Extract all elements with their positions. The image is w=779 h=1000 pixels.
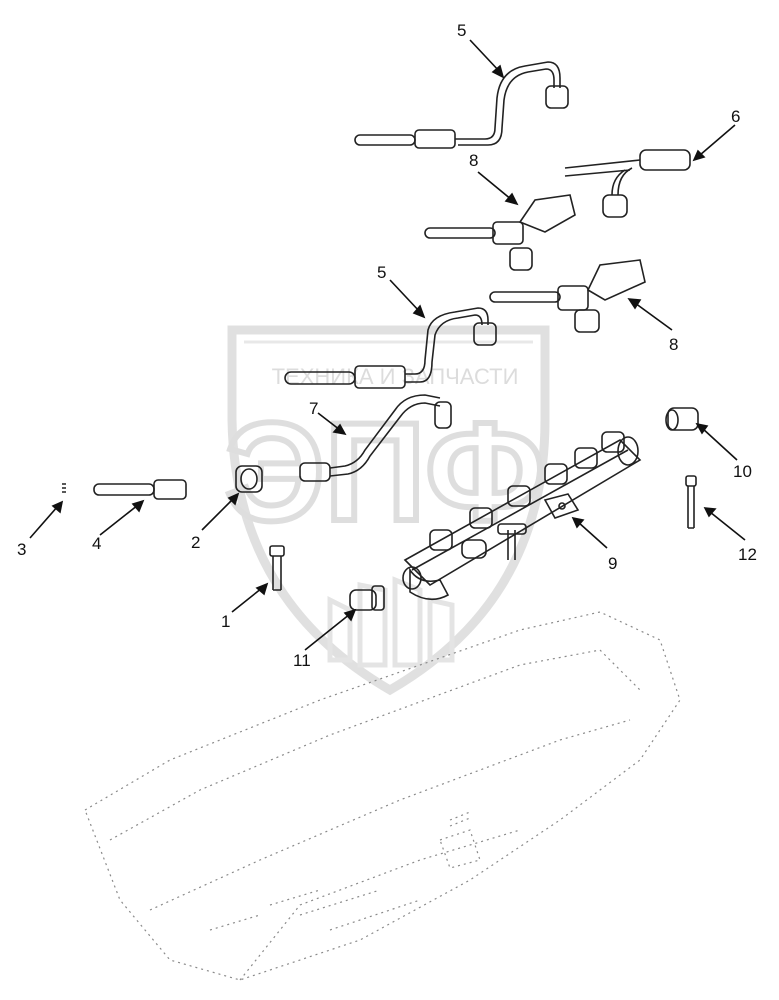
callout-9: 9 bbox=[608, 554, 617, 573]
fuel-line-7 bbox=[299, 394, 452, 482]
sensor-10 bbox=[665, 407, 699, 431]
fuel-line-5-top bbox=[354, 61, 569, 149]
bolt-1 bbox=[269, 545, 285, 591]
fuel-rail bbox=[402, 431, 642, 601]
fuel-line-8-upper bbox=[424, 194, 576, 271]
callout-2: 2 bbox=[191, 533, 200, 552]
watermark-logo-text: ЭПФ bbox=[225, 393, 545, 550]
callout-6: 6 bbox=[731, 107, 740, 126]
callout-10: 10 bbox=[733, 462, 752, 481]
leader-arrows bbox=[29, 39, 746, 651]
plug-11 bbox=[349, 585, 385, 611]
watermark-caption: ТЕХНИКА И ЗАПЧАСТИ bbox=[272, 364, 519, 389]
ring-3 bbox=[62, 483, 66, 493]
rail-ports bbox=[429, 431, 625, 551]
fuel-line-5-middle bbox=[284, 307, 497, 389]
watermark-buildings bbox=[327, 576, 455, 668]
fuel-line-8-lower bbox=[489, 259, 646, 333]
callouts: 5 6 8 5 8 7 10 3 4 2 9 12 1 11 bbox=[17, 21, 757, 670]
fuel-line-6 bbox=[564, 149, 691, 218]
callout-4: 4 bbox=[92, 534, 101, 553]
callout-8-upper: 8 bbox=[469, 151, 478, 170]
callout-5-top: 5 bbox=[457, 21, 466, 40]
callout-8-lower: 8 bbox=[669, 335, 678, 354]
bolt-12 bbox=[685, 475, 697, 529]
callout-3: 3 bbox=[17, 540, 26, 559]
callout-1: 1 bbox=[221, 612, 230, 631]
injector-4 bbox=[93, 479, 187, 500]
callout-12: 12 bbox=[738, 545, 757, 564]
engine-block bbox=[84, 611, 681, 981]
callout-11: 11 bbox=[293, 651, 311, 670]
callout-5-middle: 5 bbox=[377, 263, 386, 282]
callout-7: 7 bbox=[309, 399, 318, 418]
watermark: ТЕХНИКА И ЗАПЧАСТИ ЭПФ bbox=[222, 325, 550, 696]
fitting-nut-2 bbox=[235, 465, 263, 493]
